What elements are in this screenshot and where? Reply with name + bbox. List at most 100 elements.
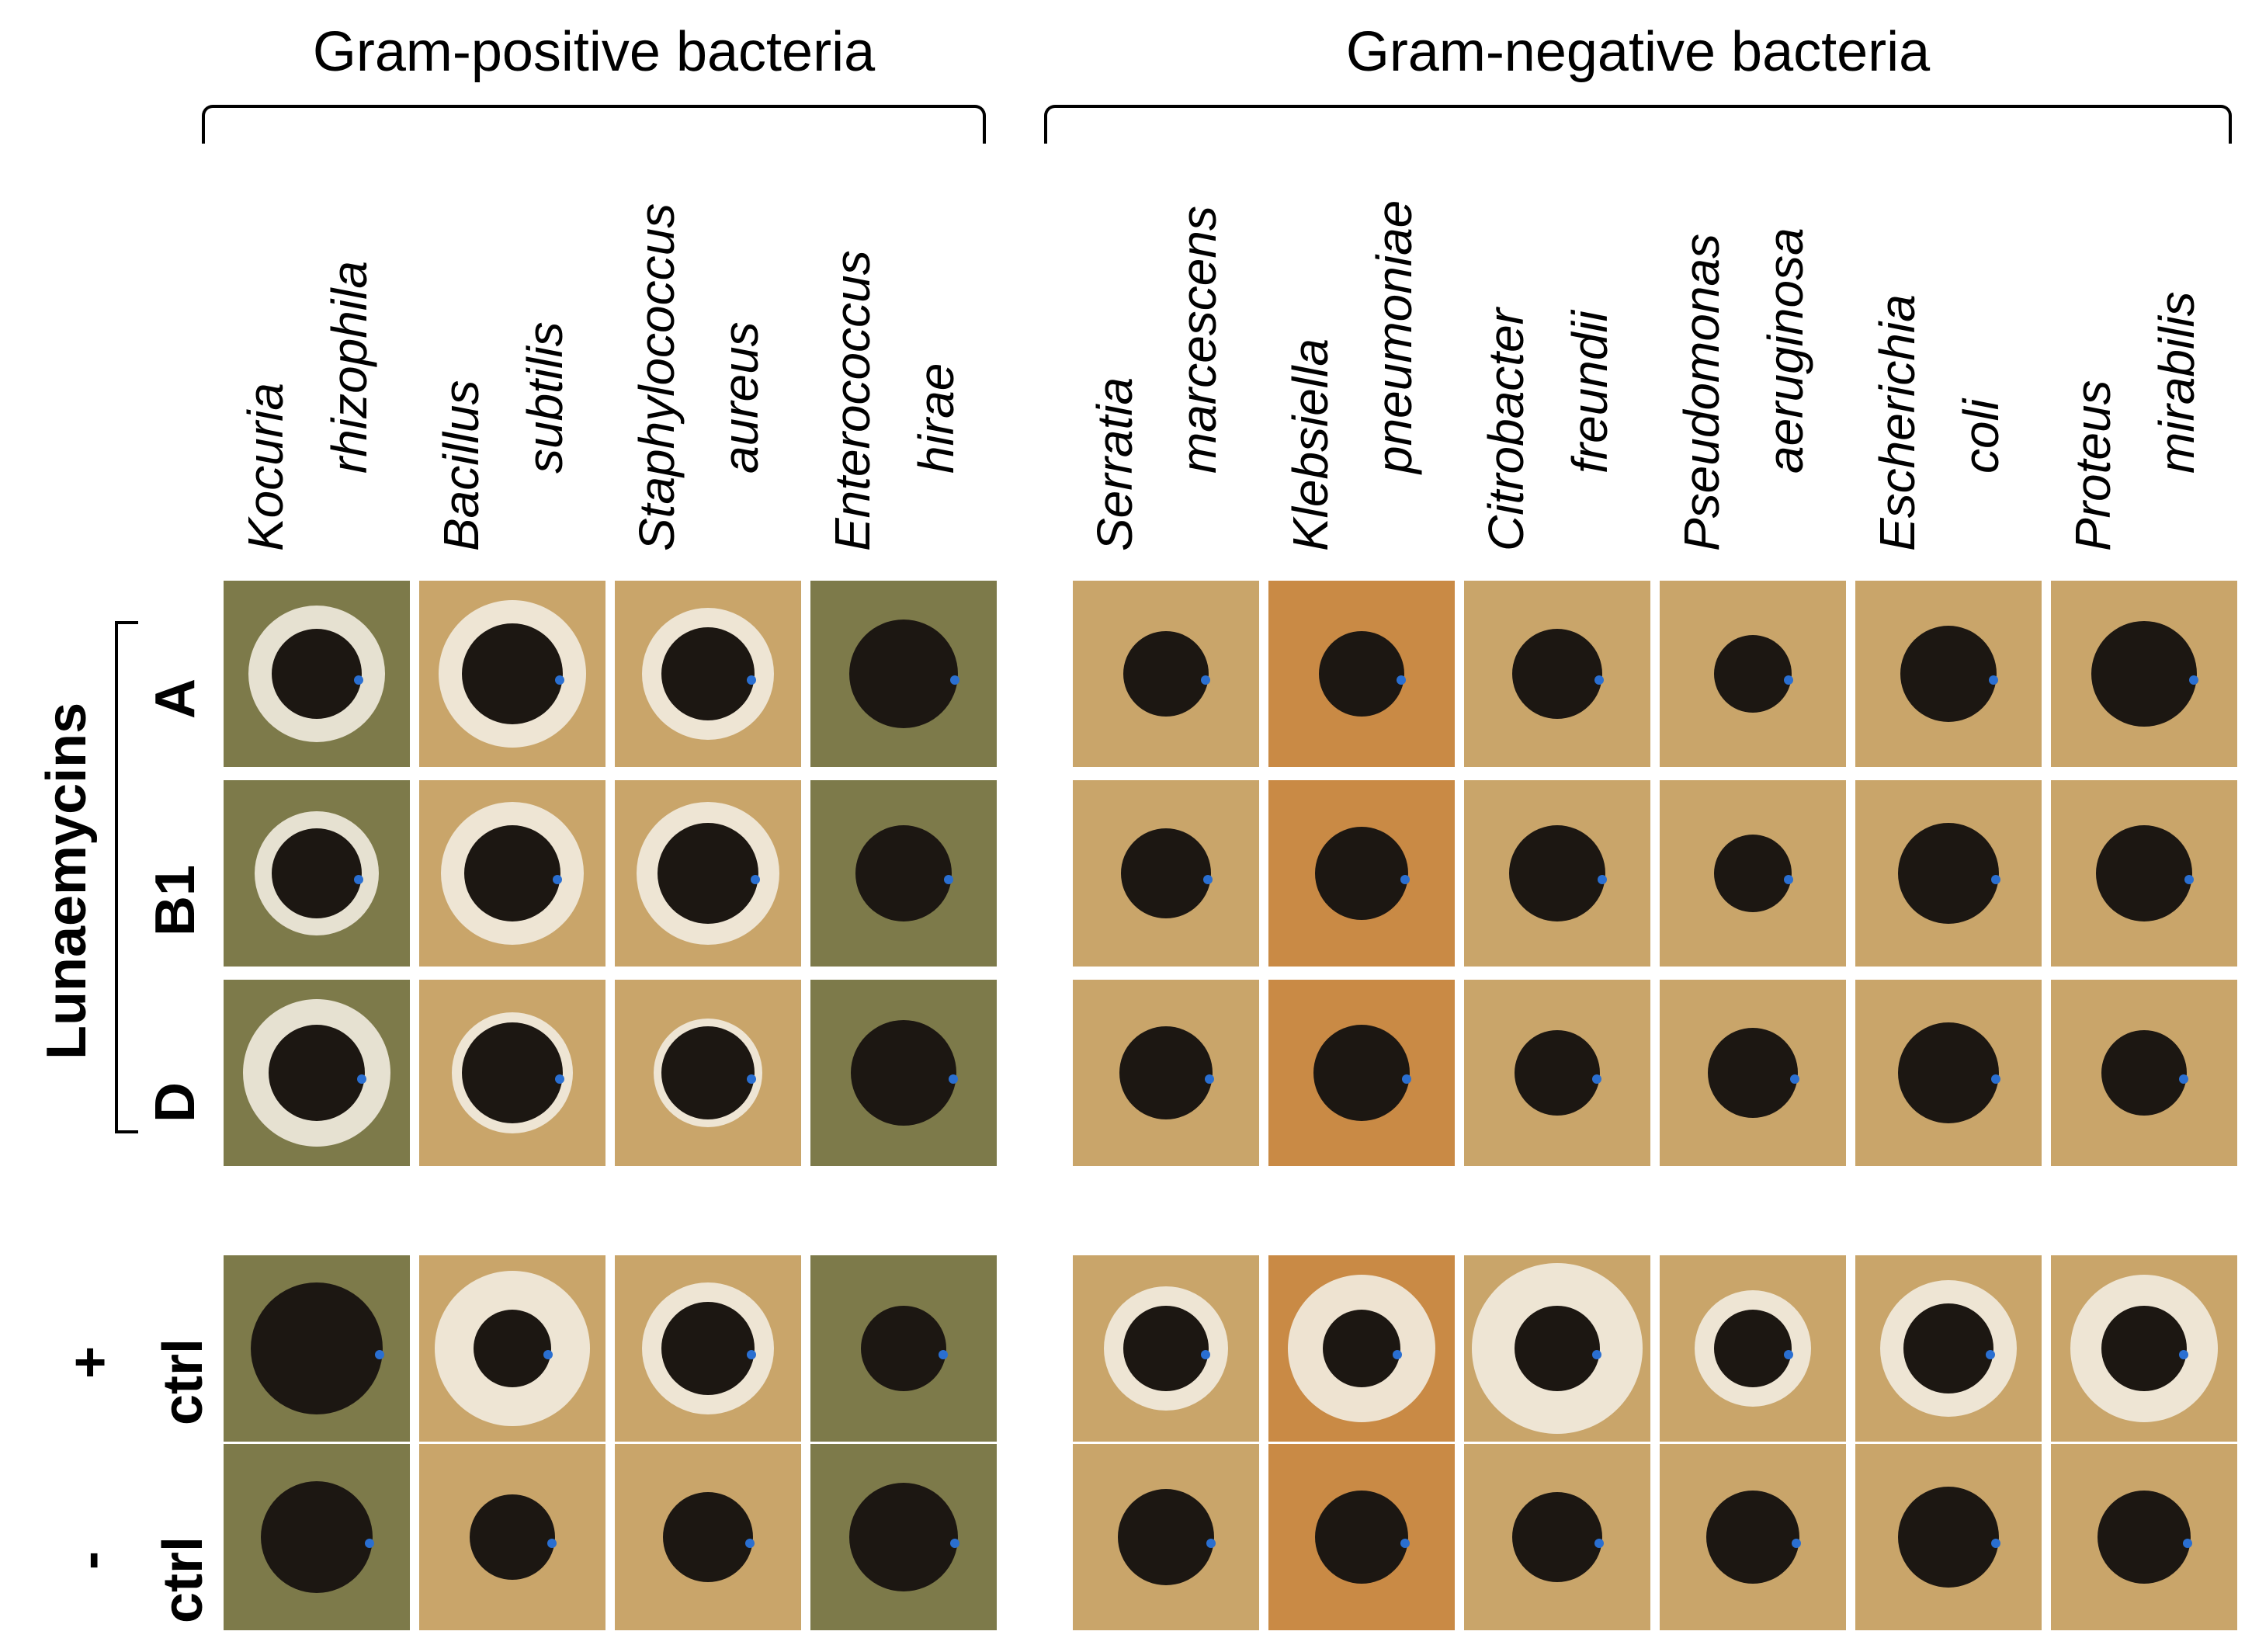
ink-mark — [1991, 875, 2000, 884]
row-label-neg-sign: - — [59, 1551, 121, 1570]
ink-mark — [1594, 675, 1604, 685]
ink-mark — [1784, 1350, 1793, 1359]
species-epithet: rhizophila — [321, 261, 377, 474]
species-epithet: aeruginosa — [1757, 227, 1813, 474]
plate-image — [1268, 1444, 1455, 1630]
row-label-pos-sign: + — [59, 1345, 121, 1380]
ink-mark — [2184, 875, 2194, 884]
plate-image — [1268, 980, 1455, 1166]
species-genus: Enterococcus — [824, 250, 880, 551]
plate-image — [419, 980, 605, 1166]
plate-image — [1855, 1444, 2042, 1630]
ink-mark — [1991, 1539, 2000, 1548]
plate-image — [2051, 1444, 2237, 1630]
ink-mark — [1400, 1539, 1410, 1548]
species-header-pseudomonas: Pseudomonas aeruginosa — [1660, 163, 1846, 567]
ink-mark — [950, 1539, 959, 1548]
ink-mark — [944, 875, 953, 884]
agar-well-icon — [1515, 1030, 1600, 1116]
ink-mark — [2179, 1074, 2188, 1084]
ink-mark — [1205, 1074, 1214, 1084]
plate-image — [810, 1444, 997, 1630]
ink-mark — [747, 675, 756, 685]
gram-positive-title: Gram-positive bacteria — [312, 21, 876, 83]
agar-well-icon — [1315, 1491, 1408, 1584]
species-epithet: hirae — [908, 363, 964, 474]
agar-well-icon — [661, 1026, 755, 1119]
species-header-citrobacter: Citrobacter freundii — [1464, 163, 1650, 567]
agar-well-icon — [855, 825, 952, 921]
agar-well-icon — [2101, 1030, 2187, 1116]
plate-image — [810, 980, 997, 1166]
species-epithet: freundii — [1562, 311, 1618, 474]
plate-image — [1073, 980, 1259, 1166]
agar-well-icon — [1319, 631, 1404, 717]
agar-well-icon — [849, 1483, 958, 1591]
ink-mark — [2189, 675, 2198, 685]
plate-image — [1073, 780, 1259, 967]
agar-well-icon — [462, 1022, 563, 1123]
plate-image — [1268, 780, 1455, 967]
agar-well-icon — [474, 1310, 551, 1387]
species-header-kocuria: Kocuria rhizophila — [224, 163, 410, 567]
plate-image — [1855, 780, 2042, 967]
agar-well-icon — [851, 1020, 956, 1126]
ink-mark — [553, 875, 562, 884]
species-epithet: pneumoniae — [1366, 200, 1422, 474]
agar-well-icon — [1509, 825, 1605, 921]
agar-well-icon — [663, 1492, 753, 1582]
agar-well-icon — [849, 620, 958, 728]
species-genus: Pseudomonas — [1674, 233, 1730, 551]
species-genus: Citrobacter — [1478, 308, 1534, 551]
plate-image — [810, 780, 997, 967]
agar-well-icon — [1121, 828, 1211, 918]
species-epithet: coli — [1953, 398, 2009, 474]
plate-image — [1464, 581, 1650, 767]
ink-mark — [1592, 1350, 1601, 1359]
species-header-staphylococcus: Staphylococcus aureus — [615, 163, 801, 567]
ink-mark — [365, 1539, 374, 1548]
species-genus: Proteus — [2065, 380, 2121, 551]
ink-mark — [2183, 1539, 2192, 1548]
plate-image — [1073, 1255, 1259, 1442]
plate-image — [1660, 581, 1846, 767]
agar-well-icon — [1714, 835, 1792, 912]
agar-well-icon — [2096, 825, 2192, 921]
species-epithet: marcescens — [1171, 206, 1227, 474]
plate-image — [1855, 980, 2042, 1166]
ink-mark — [1393, 1350, 1402, 1359]
ink-mark — [1989, 675, 1998, 685]
lunaemycins-bracket — [115, 621, 138, 1133]
ink-mark — [950, 675, 959, 685]
ink-mark — [1792, 1539, 1801, 1548]
plate-image — [1464, 1444, 1650, 1630]
ink-mark — [547, 1539, 557, 1548]
ink-mark — [745, 1539, 755, 1548]
plate-image — [1268, 1255, 1455, 1442]
agar-well-icon — [1900, 626, 1997, 722]
row-label-neg-ctrl: ctrl — [152, 1536, 214, 1624]
ink-mark — [1784, 875, 1793, 884]
agar-well-icon — [1714, 1310, 1792, 1387]
species-genus: Staphylococcus — [629, 203, 685, 551]
plate-image — [1855, 581, 2042, 767]
species-header-enterococcus: Enterococcus hirae — [810, 163, 997, 567]
ink-mark — [357, 1074, 366, 1084]
agar-well-icon — [1898, 1487, 1999, 1588]
agar-well-icon — [658, 823, 758, 924]
agar-well-icon — [1515, 1306, 1600, 1391]
agar-well-icon — [269, 1025, 365, 1121]
ink-mark — [939, 1350, 948, 1359]
species-epithet: aureus — [713, 321, 769, 474]
plate-image — [2051, 780, 2237, 967]
species-genus: Kocuria — [238, 383, 293, 551]
row-label-pos-ctrl: ctrl — [152, 1338, 214, 1426]
row-label-d: D — [144, 1082, 206, 1123]
ink-mark — [1201, 1350, 1210, 1359]
agar-well-icon — [1512, 1492, 1602, 1582]
ink-mark — [1986, 1350, 1995, 1359]
agar-well-icon — [272, 828, 362, 918]
